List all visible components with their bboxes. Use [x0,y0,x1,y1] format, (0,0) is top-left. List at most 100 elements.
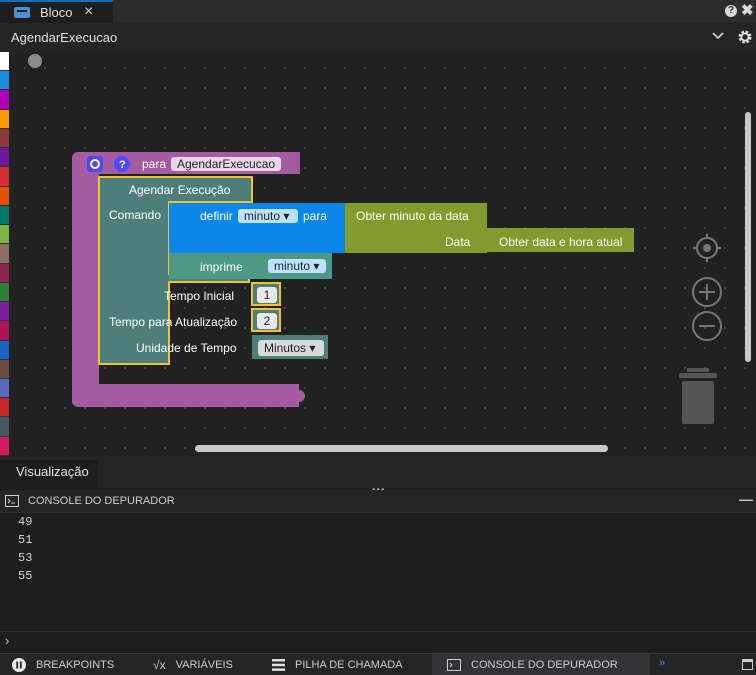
toolbox-category-1[interactable] [0,71,9,91]
toolbox-category-7[interactable] [0,186,9,206]
time-unit-dropdown[interactable]: Minutos ▾ [258,340,324,356]
console-line: 49 [18,515,33,529]
minimize-console-icon[interactable]: — [739,491,753,507]
print-keyword: imprime [200,260,243,274]
toolbox-category-18[interactable] [0,398,9,418]
workspace-horizontal-scrollbar[interactable] [195,445,608,452]
set-to-keyword: para [303,209,328,223]
tab-console-do-depurador[interactable]: CONSOLE DO DEPURADOR [432,654,650,675]
zoom-in-icon[interactable] [692,277,722,307]
update-time-label: Tempo para Atualização [109,315,238,329]
toolbox-category-16[interactable] [0,359,9,379]
help-icon[interactable]: ? [725,5,737,17]
tab-bloco[interactable]: Bloco × [0,0,113,23]
get-minute-label: Obter minuto da data [356,209,469,223]
schedule-title: Agendar Execução [129,183,231,197]
procedure-settings-icon[interactable] [87,156,103,172]
date-input-label: Data [445,235,471,249]
debug-bottom-bar: BREAKPOINTS √x VARIÁVEIS PILHA DE CHAMAD… [0,653,756,675]
tab-breakpoints[interactable]: BREAKPOINTS [12,654,142,675]
console-line: 55 [18,569,33,583]
toolbox-category-14[interactable] [0,321,9,341]
get-minute-block[interactable] [345,203,487,253]
visualization-tab-bar: Visualização ••• [0,456,756,496]
stack-icon [272,659,285,671]
chevron-down-icon[interactable] [711,31,725,41]
time-unit-label: Unidade de Tempo [136,341,237,355]
close-window-icon[interactable]: ✖ [741,2,754,19]
toolbox-category-13[interactable] [0,302,9,322]
svg-text:?: ? [119,159,126,171]
debug-console-output: 49 51 53 55 [0,513,756,631]
set-block[interactable] [169,203,345,253]
toolbox-category-15[interactable] [0,340,9,360]
toolbox-category-20[interactable] [0,436,9,456]
recenter-icon[interactable] [693,234,721,262]
print-variable-dropdown[interactable]: minuto ▾ [268,259,326,273]
block-editor-icon [14,7,30,18]
tab-pilha-label: PILHA DE CHAMADA [295,659,403,671]
start-time-label: Tempo Inicial [164,289,235,303]
sqrt-x-icon: √x [153,658,166,672]
toolbox-category-3[interactable] [0,109,9,129]
prompt-chevron-icon: › [5,633,10,648]
toolbox-category-8[interactable] [0,205,9,226]
toolbox-category-5[interactable] [0,148,9,168]
blocks-layer: ? [72,152,634,407]
editor-tab-bar: Bloco × ? ✖ [0,0,756,23]
tab-variaveis[interactable]: √x VARIÁVEIS [153,654,253,675]
procedure-name-field[interactable]: AgendarExecucao [171,157,282,171]
toolbox-category-10[interactable] [0,244,9,264]
procedure-help-icon[interactable] [114,156,130,172]
console-icon [447,659,461,671]
toolbox-category-0[interactable] [0,52,9,72]
procedure-block[interactable] [72,152,305,407]
workspace-vertical-scrollbar[interactable] [745,112,751,362]
toolbox-category-11[interactable] [0,263,9,283]
console-line: 53 [18,551,33,565]
toolbox-category-19[interactable] [0,417,9,437]
update-time-field[interactable]: 2 [257,313,277,329]
run-icon[interactable] [28,54,42,68]
console-line: 51 [18,533,33,547]
block-workspace[interactable]: ? para AgendarExecucao Agendar Execução … [9,52,756,456]
get-now-block[interactable] [487,228,634,252]
trash-icon[interactable] [677,368,719,426]
start-time-field[interactable]: 1 [257,287,277,303]
set-keyword: definir [200,209,233,223]
gear-icon[interactable] [737,29,753,45]
toolbox-category-2[interactable] [0,90,9,110]
command-label: Comando [109,208,162,222]
toolbox-category-12[interactable] [0,282,9,303]
close-tab-icon[interactable]: × [84,3,94,20]
tab-pilha-de-chamada[interactable]: PILHA DE CHAMADA [272,654,422,675]
debug-console-header: CONSOLE DO DEPURADOR — [0,490,756,513]
tab-visualizacao[interactable]: Visualização [0,460,98,488]
set-variable-dropdown[interactable]: minuto ▾ [238,209,298,223]
toolbox-category-4[interactable] [0,128,9,149]
toolbox-category-strip [0,52,9,456]
toolbox-category-6[interactable] [0,167,9,187]
toolbox-category-9[interactable] [0,225,9,245]
more-tabs-icon[interactable]: » [659,657,666,669]
maximize-icon[interactable] [742,659,753,670]
tab-variaveis-label: VARIÁVEIS [175,659,233,671]
function-selector-bar: AgendarExecucao [0,23,756,52]
zoom-controls [692,234,722,341]
set-variable-value: minuto [244,209,281,223]
toolbox-category-17[interactable] [0,378,9,399]
function-selector[interactable]: AgendarExecucao [11,30,118,45]
pause-icon [12,658,26,672]
tab-console-label: CONSOLE DO DEPURADOR [471,659,618,671]
print-variable-value: minuto [274,259,311,273]
console-title: CONSOLE DO DEPURADOR [28,495,175,507]
get-now-label: Obter data e hora atual [499,235,623,249]
time-unit-value: Minutos [264,341,307,355]
console-icon [5,495,19,507]
tab-label: Bloco [40,5,73,20]
console-input[interactable]: › [0,631,756,653]
zoom-out-icon[interactable] [692,311,722,341]
tab-breakpoints-label: BREAKPOINTS [36,659,115,671]
procedure-keyword: para [142,157,167,171]
